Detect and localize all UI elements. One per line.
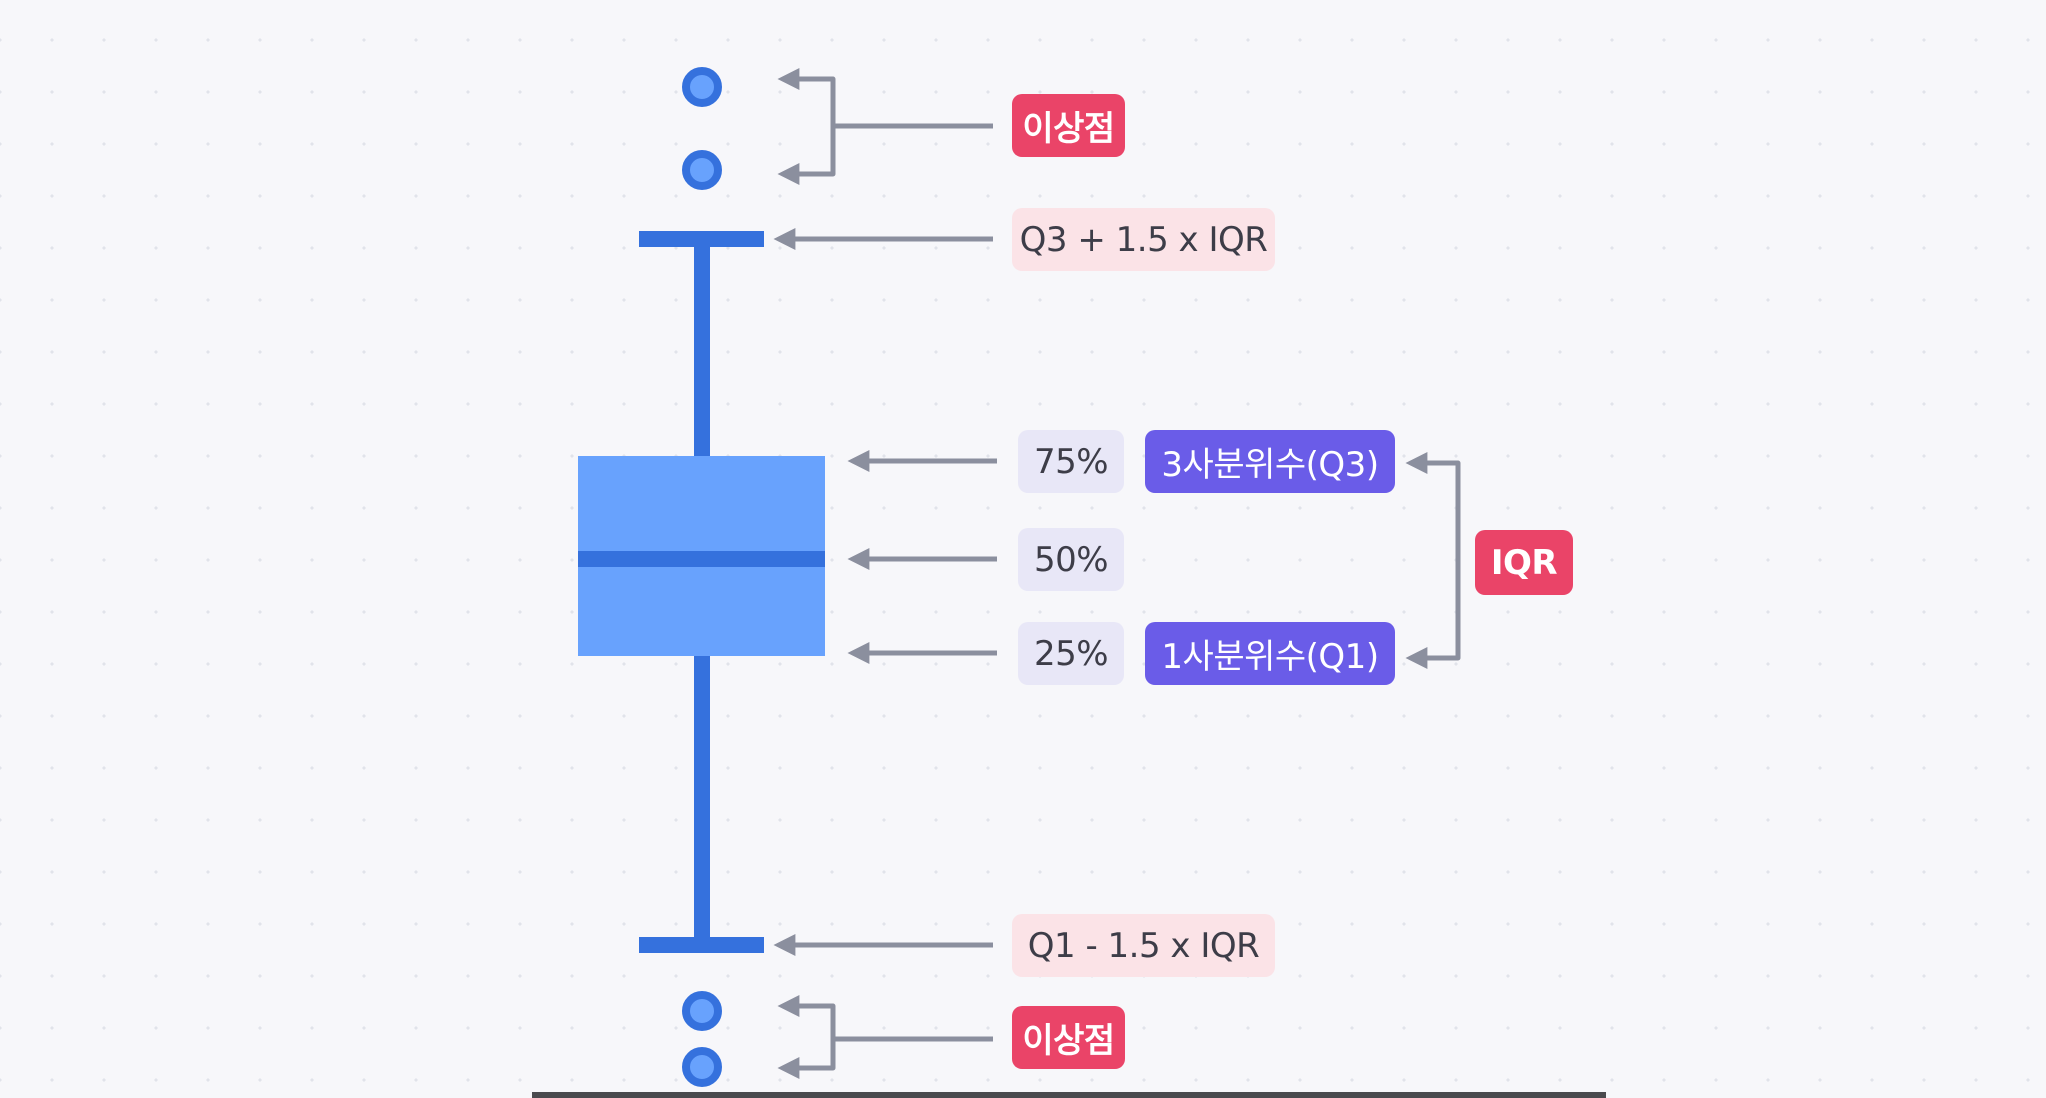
- outlier-point-bottom-1: [682, 991, 722, 1031]
- median-percent-label: 50%: [1018, 528, 1124, 591]
- upper-whisker-line: [694, 239, 710, 459]
- q3-percent-label: 75%: [1018, 430, 1124, 493]
- outlier-bracket-bottom: [777, 994, 993, 1080]
- q3-name-label: 3사분위수(Q3): [1145, 430, 1395, 493]
- q1-percent-label: 25%: [1018, 622, 1124, 685]
- lower-whisker-cap: [639, 937, 764, 953]
- outlier-point-bottom-2: [682, 1047, 722, 1087]
- lower-whisker-label: Q1 - 1.5 x IQR: [1012, 914, 1275, 977]
- outlier-point-top-2: [682, 150, 722, 190]
- lower-whisker-line: [694, 652, 710, 946]
- outlier-point-top-1: [682, 67, 722, 107]
- outlier-bracket-top: [777, 67, 993, 186]
- q1-name-label: 1사분위수(Q1): [1145, 622, 1395, 685]
- median-line: [578, 551, 825, 567]
- video-progress-bar: [532, 1092, 1606, 1098]
- outlier-label-top: 이상점: [1012, 94, 1125, 157]
- iqr-bracket: [1405, 451, 1461, 670]
- outlier-label-bottom: 이상점: [1012, 1006, 1125, 1069]
- upper-whisker-label: Q3 + 1.5 x IQR: [1012, 208, 1275, 271]
- iqr-label: IQR: [1475, 530, 1573, 595]
